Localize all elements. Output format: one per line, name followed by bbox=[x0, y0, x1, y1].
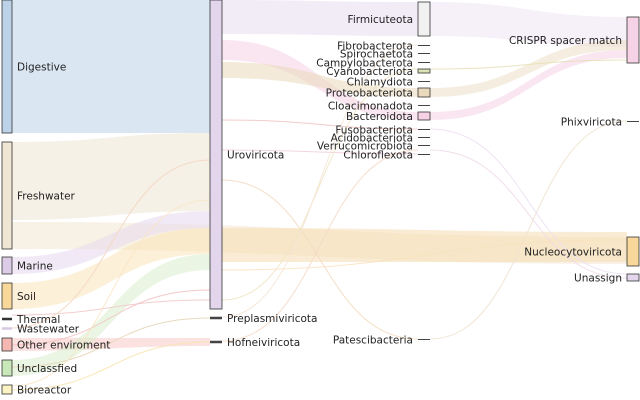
thin-flow-line bbox=[11, 317, 211, 368]
flow-bacteroidota-to-crispr bbox=[430, 50, 627, 120]
node-label-freshwater: Freshwater bbox=[17, 191, 76, 203]
node-label-uroviricota: Uroviricota bbox=[227, 150, 284, 162]
node-crispr bbox=[626, 16, 640, 64]
node-label-firmicuteota: Firmicuteota bbox=[348, 14, 413, 26]
node-cyanobacteriota bbox=[417, 68, 431, 74]
thin-flow-line bbox=[221, 68, 419, 301]
flow-uroviricota-to-firmicuteota bbox=[222, 0, 418, 36]
node-digestive bbox=[1, 0, 13, 134]
node-unclassified bbox=[1, 359, 13, 377]
node-label-preplasmiviricota: Preplasmiviricota bbox=[227, 313, 317, 325]
node-label-thermal: Thermal bbox=[16, 314, 60, 326]
thin-flow-line bbox=[221, 149, 419, 155]
flow-proteobacteriota-to-crispr bbox=[430, 40, 627, 97]
flow-soil-to-uroviricota bbox=[12, 228, 210, 309]
node-label-nucleocytoviricota: Nucleocytoviricota bbox=[524, 247, 622, 259]
node-label-spirochaetota: Spirochaetota bbox=[340, 49, 413, 61]
node-label-bioreactor: Bioreactor bbox=[17, 385, 72, 397]
node-proteobacteriota bbox=[417, 87, 431, 98]
thin-flow-line bbox=[221, 149, 419, 342]
thin-flow-line bbox=[429, 120, 628, 340]
node-label-other: Other enviroment bbox=[17, 340, 110, 352]
thin-flow-line bbox=[221, 239, 628, 271]
node-label-chloroflexota: Chloroflexota bbox=[343, 150, 413, 162]
thin-flow-line bbox=[11, 159, 211, 329]
node-label-cyanobacteriota: Cyanobacteriota bbox=[326, 66, 413, 78]
node-label-proteobacteriota: Proteobacteriota bbox=[326, 88, 413, 100]
node-marine bbox=[1, 256, 13, 275]
node-label-soil: Soil bbox=[17, 291, 36, 303]
node-label-wastewater: Wastewater bbox=[17, 324, 80, 336]
node-nucleocytoviricota bbox=[626, 236, 640, 267]
node-unassign bbox=[626, 273, 640, 282]
node-label-cloacimonadota: Cloacimonadota bbox=[328, 101, 413, 113]
node-label-marine: Marine bbox=[17, 261, 53, 273]
node-label-hofneiviricota: Hofneiviricota bbox=[227, 337, 300, 349]
node-freshwater bbox=[1, 141, 13, 250]
node-firmicuteota bbox=[417, 1, 431, 37]
node-label-patescibacteria: Patescibacteria bbox=[333, 335, 413, 347]
node-uroviricota bbox=[209, 0, 223, 310]
thin-flow-line bbox=[221, 119, 419, 130]
thin-flow-line bbox=[11, 289, 211, 346]
node-label-verrucomicrobiota: Verrucomicrobiota bbox=[317, 141, 413, 153]
labels: DigestiveFreshwaterMarineSoilThermalWast… bbox=[16, 14, 622, 397]
node-bioreactor bbox=[1, 384, 13, 395]
flow-unclassified-to-uroviricota bbox=[12, 254, 210, 376]
flow-marine-to-uroviricota bbox=[12, 211, 210, 274]
thin-flow-line bbox=[429, 59, 628, 70]
node-label-digestive: Digestive bbox=[17, 62, 66, 74]
flow-other-to-hofneiviricota bbox=[12, 338, 210, 351]
thin-flow-line bbox=[11, 299, 211, 316]
thin-flow-line bbox=[429, 128, 628, 275]
thin-flow-line bbox=[221, 44, 419, 318]
flow-firmicuteota-to-crispr bbox=[430, 2, 627, 47]
node-label-bacteroidota: Bacteroidota bbox=[346, 111, 413, 123]
node-label-unclassified: Unclassfied bbox=[17, 363, 77, 375]
node-label-chlamydiota: Chlamydiota bbox=[347, 77, 413, 89]
node-label-acidobacteriota: Acidobacteriota bbox=[331, 133, 413, 145]
node-label-fusobacteriota: Fusobacteriota bbox=[335, 125, 413, 137]
thin-flow-line bbox=[11, 341, 211, 391]
thin-flow-line bbox=[221, 179, 419, 340]
node-label-fibrobacterota: Fibrobacterota bbox=[337, 41, 413, 53]
node-other bbox=[1, 337, 13, 352]
node-label-campylobacterota: Campylobacterota bbox=[316, 58, 413, 70]
node-bacteroidota bbox=[417, 111, 431, 121]
flow-uroviricota-to-proteobacteriota bbox=[222, 62, 418, 97]
node-label-phixviricota: Phixviricota bbox=[561, 117, 622, 129]
node-label-unassign: Unassign bbox=[574, 273, 622, 285]
node-soil bbox=[1, 282, 13, 310]
thin-flow-line bbox=[429, 149, 628, 279]
flow-links bbox=[11, 0, 628, 391]
flow-digestive-to-uroviricota bbox=[12, 0, 210, 133]
flow-freshwater-to-uroviricota bbox=[12, 133, 210, 220]
thin-flow-line bbox=[11, 199, 211, 387]
node-label-crispr: CRISPR spacer match bbox=[509, 35, 622, 47]
